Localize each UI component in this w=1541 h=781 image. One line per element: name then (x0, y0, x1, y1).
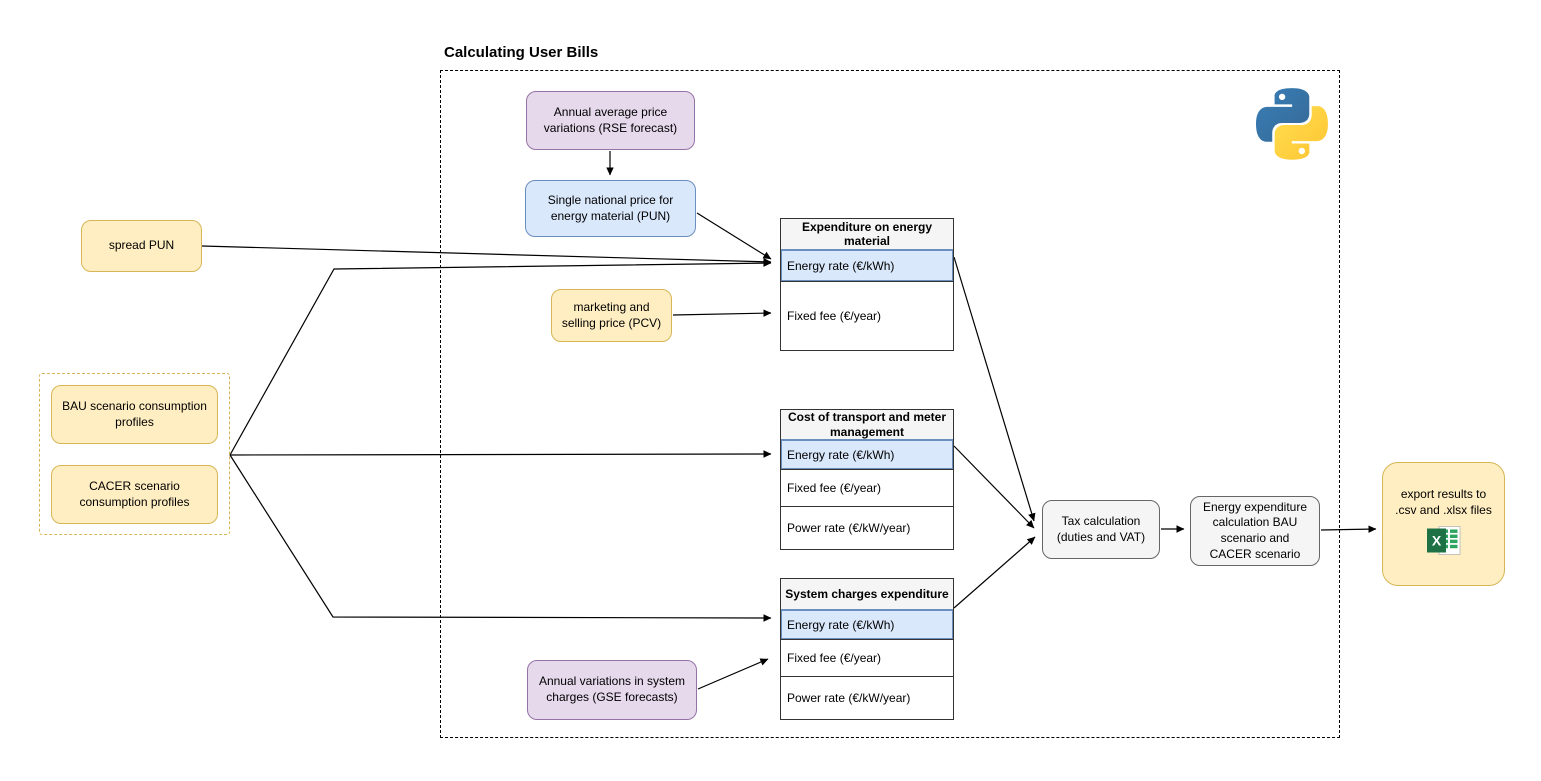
energy-expenditure-label: Energy expenditure calculation BAU scena… (1202, 499, 1308, 561)
tax-calculation-node: Tax calculation (duties and VAT) (1042, 500, 1160, 559)
spread-pun-label: spread PUN (108, 238, 175, 253)
table-row-power-rate: Power rate (€/kW/year) (781, 676, 953, 719)
gse-forecasts-label: Annual variations in system charges (GSE… (538, 674, 686, 704)
export-results-label: export results to .csv and .xlsx files (1395, 487, 1492, 517)
tax-calculation-label: Tax calculation (duties and VAT) (1056, 513, 1146, 544)
cacer-profiles-node: CACER scenario consumption profiles (51, 465, 218, 524)
bau-profiles-node: BAU scenario consumption profiles (51, 385, 218, 444)
table-row-power-rate: Power rate (€/kW/year) (781, 506, 953, 549)
table-row-fixed-fee: Fixed fee (€/year) (781, 639, 953, 676)
rse-forecast-label: Annual average price variations (RSE for… (543, 104, 678, 135)
table-header: System charges expenditure (781, 579, 953, 609)
rse-forecast-node: Annual average price variations (RSE for… (526, 91, 695, 150)
pun-node: Single national price for energy materia… (525, 180, 696, 237)
pcv-node: marketing and selling price (PCV) (551, 289, 672, 342)
pcv-label: marketing and selling price (PCV) (561, 299, 662, 330)
bau-profiles-label: BAU scenario consumption profiles (62, 398, 207, 429)
diagram-title: Calculating User Bills (444, 44, 599, 61)
export-results-node: export results to .csv and .xlsx files X (1382, 462, 1505, 586)
python-logo-icon (1256, 88, 1328, 160)
table-row-fixed-fee: Fixed fee (€/year) (781, 469, 953, 506)
table-row-energy-rate: Energy rate (€/kWh) (781, 609, 953, 639)
cacer-profiles-label: CACER scenario consumption profiles (79, 478, 190, 509)
svg-text:X: X (1431, 533, 1441, 549)
energy-expenditure-node: Energy expenditure calculation BAU scena… (1190, 496, 1320, 566)
table-row-energy-rate: Energy rate (€/kWh) (781, 249, 953, 281)
system-charges-table: System charges expenditure Energy rate (… (780, 578, 954, 720)
table-row-energy-rate: Energy rate (€/kWh) (781, 439, 953, 469)
excel-icon: X (1426, 525, 1461, 561)
gse-forecasts-node: Annual variations in system charges (GSE… (527, 660, 697, 720)
table-header: Cost of transport and meter management (781, 410, 953, 439)
consumption-profiles-group (39, 373, 230, 535)
pun-label: Single national price for energy materia… (547, 192, 674, 223)
spread-pun-node: spread PUN (81, 220, 202, 272)
transport-meter-table: Cost of transport and meter management E… (780, 409, 954, 550)
table-header: Expenditure on energy material (781, 219, 953, 249)
expenditure-energy-material-table: Expenditure on energy material Energy ra… (780, 218, 954, 351)
table-row-fixed-fee: Fixed fee (€/year) (781, 281, 953, 350)
